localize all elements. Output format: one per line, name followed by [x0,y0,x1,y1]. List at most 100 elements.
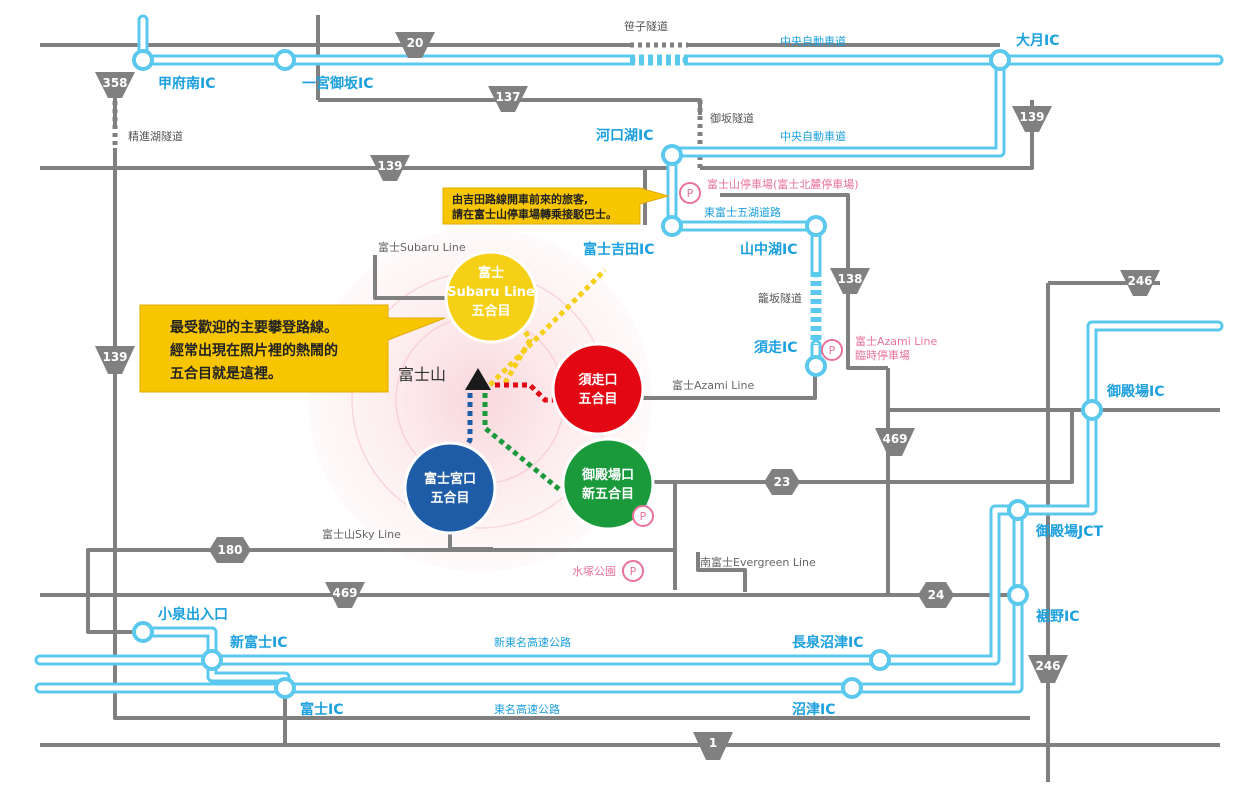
svg-text:P: P [640,510,647,523]
node-yamanakako [805,215,827,237]
callout-popular-line1: 最受歡迎的主要攀登路線。 [170,319,338,336]
label-shojiko-tunnel: 精進湖隧道 [128,129,183,143]
callout-bus-transfer: 由吉田路線開車前來的旅客, 請在富士山停車場轉乘接駁巴士。 [442,187,670,225]
svg-text:20: 20 [407,36,424,50]
road-labels: 富士Subaru Line 富士Azami Line 富士山Sky Line 南… [128,19,816,569]
svg-text:24: 24 [928,588,945,602]
road-subaru-line [373,255,445,300]
label-subashiri: 須走IC [753,340,797,356]
svg-text:137: 137 [495,90,520,104]
label-evergreen: 南富士Evergreen Line [700,555,816,569]
svg-text:139: 139 [1019,110,1044,124]
label-nagaizumi: 長泉沼津IC [792,634,863,651]
label-numazu: 沼津IC [792,701,835,718]
shield-246-south: 246 [1028,655,1068,683]
parking-fujisan-label: 富士山停車場(富士北麓停車場) [707,177,859,191]
shield-469-north: 469 [875,428,915,456]
node-gotemba-jct [1007,499,1029,521]
callout-bus-line1: 由吉田路線開車前來的旅客, [452,192,588,206]
route-shields: 20 358 137 139 139 139 138 246 246 469 4… [95,32,1160,760]
node-fuji [274,677,296,699]
svg-text:P: P [687,187,694,200]
svg-text:469: 469 [882,432,907,446]
road-23 [643,410,1074,484]
svg-text:358: 358 [102,76,127,90]
node-koizumi [132,621,154,643]
station-fujinomiya-line2: 五合目 [430,490,469,506]
road-azami-line [643,368,817,400]
label-ichinomiya: 一宮御坂IC [302,75,373,92]
node-kawaguchiko [661,144,683,166]
svg-text:180: 180 [217,543,242,557]
label-koizumi: 小泉出入口 [158,606,228,623]
label-subaru-line: 富士Subaru Line [378,240,466,254]
label-tomei: 東名高速公路 [494,702,560,716]
label-sasago-tunnel: 笹子隧道 [624,19,668,33]
node-susono [1007,584,1029,606]
svg-text:23: 23 [774,475,791,489]
shield-139-west: 139 [95,346,135,374]
interchange-labels: 甲府南IC 一宮御坂IC 大月IC 河口湖IC 富士吉田IC 山中湖IC 須走I… [158,32,1164,718]
svg-text:P: P [630,565,637,578]
node-gotemba [1081,399,1103,421]
label-fuji: 富士IC [300,701,343,718]
label-chuo-2: 中央自動車道 [780,129,846,143]
node-subashiri [805,355,827,377]
label-higashi-fuji: 東富士五湖道路 [704,205,781,219]
svg-text:139: 139 [377,159,402,173]
svg-text:138: 138 [837,272,862,286]
chuo-expressway-main [137,14,636,66]
label-kawaguchiko: 河口湖IC [596,127,653,144]
parking-azami-label-2: 臨時停車場 [855,348,910,362]
svg-text:139: 139 [102,350,127,364]
expressway-labels: 中央自動車道 中央自動車道 東富士五湖道路 新東名高速公路 東名高速公路 [494,34,846,716]
road-358-south [113,148,1030,720]
svg-text:246: 246 [1127,274,1152,288]
shield-137: 137 [488,86,528,112]
road-evergreen [86,548,677,634]
label-gotemba-jct: 御殿場JCT [1035,523,1103,540]
shield-139-center: 139 [370,155,410,181]
label-azami-line: 富士Azami Line [672,378,754,392]
node-shin-fuji [201,649,223,671]
label-fujiyoshida: 富士吉田IC [583,241,654,258]
callout-popular-line3: 五合目就是這裡。 [170,365,282,382]
station-subashiri-line1: 須走口 [577,372,617,388]
station-gotemba[interactable]: 御殿場口 新五合目 [561,437,655,531]
shield-23: 23 [764,469,800,495]
route-subaru-dotted [488,268,607,387]
parking-azami-icon: P [821,339,843,361]
node-kofu-minami [132,49,154,71]
mountain-name: 富士山 [398,365,446,384]
station-fujinomiya[interactable]: 富士宮口 五合目 [403,441,497,535]
station-subashiri-line2: 五合目 [578,391,617,407]
label-otsuki: 大月IC [1016,32,1059,49]
node-otsuki [989,49,1011,71]
shield-20: 20 [395,32,435,58]
callout-bus-line2: 請在富士山停車場轉乘接駁巴士。 [452,207,617,221]
callout-popular-line2: 經常出現在照片裡的熱鬧的 [170,342,338,359]
node-ichinomiya [274,49,296,71]
svg-text:469: 469 [332,586,357,600]
station-fujinomiya-line1: 富士宮口 [424,471,476,487]
label-misaka-tunnel: 御坂隧道 [710,111,754,125]
road-139-east [700,100,1034,170]
node-nagaizumi [869,649,891,671]
interchange-nodes [132,49,1103,699]
station-subaru[interactable]: 富士 Subaru Line 五合目 [444,250,538,344]
shield-24: 24 [918,582,954,608]
shield-139-north: 139 [1012,106,1052,132]
node-numazu [841,677,863,699]
label-yamanakako: 山中湖IC [740,241,797,258]
road-evergreen-south [696,552,747,592]
station-subaru-line2: Subaru Line [447,285,535,300]
expressways [34,14,1224,694]
shield-1: 1 [693,732,733,760]
station-subashiri[interactable]: 須走口 五合目 [551,342,645,436]
shield-358: 358 [95,72,135,98]
label-kofu-minami: 甲府南IC [158,75,215,92]
label-shin-tomei: 新東名高速公路 [494,635,571,649]
parking-azami-label-1: 富士Azami Line [855,334,937,348]
station-subaru-line1: 富士 [478,265,504,281]
